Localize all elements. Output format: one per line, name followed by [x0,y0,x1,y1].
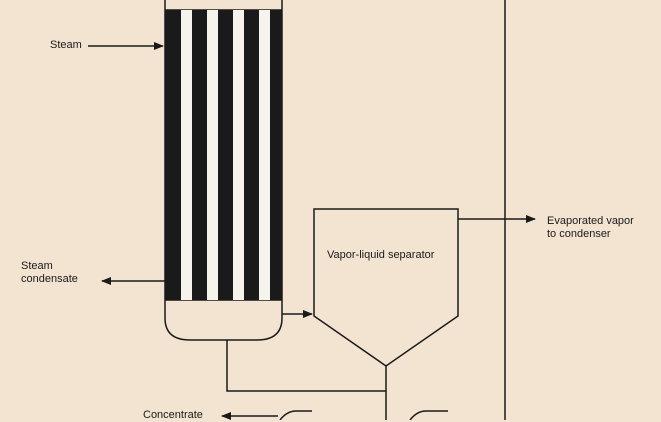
separator-label: Vapor-liquid separator [327,249,435,261]
concentrate-label: Concentrate [143,409,203,421]
evaporated-vapor-label-line1: Evaporated vapor [547,215,634,227]
tube-bundle [165,10,282,300]
vapor-liquid-separator [313,208,459,367]
steam-label: Steam [50,39,82,51]
pump-right-edge [409,410,448,420]
pump-left-edge [279,410,312,420]
steam-condensate-label: Steam condensate [21,260,78,286]
steam-condensate-label-line1: Steam [21,260,53,272]
evaporated-vapor-label-line2: to condenser [547,228,611,240]
evaporator-bottom-line [226,340,386,392]
evaporated-vapor-label: Evaporated vapor to condenser [547,215,634,241]
steam-condensate-label-line2: condensate [21,273,78,285]
